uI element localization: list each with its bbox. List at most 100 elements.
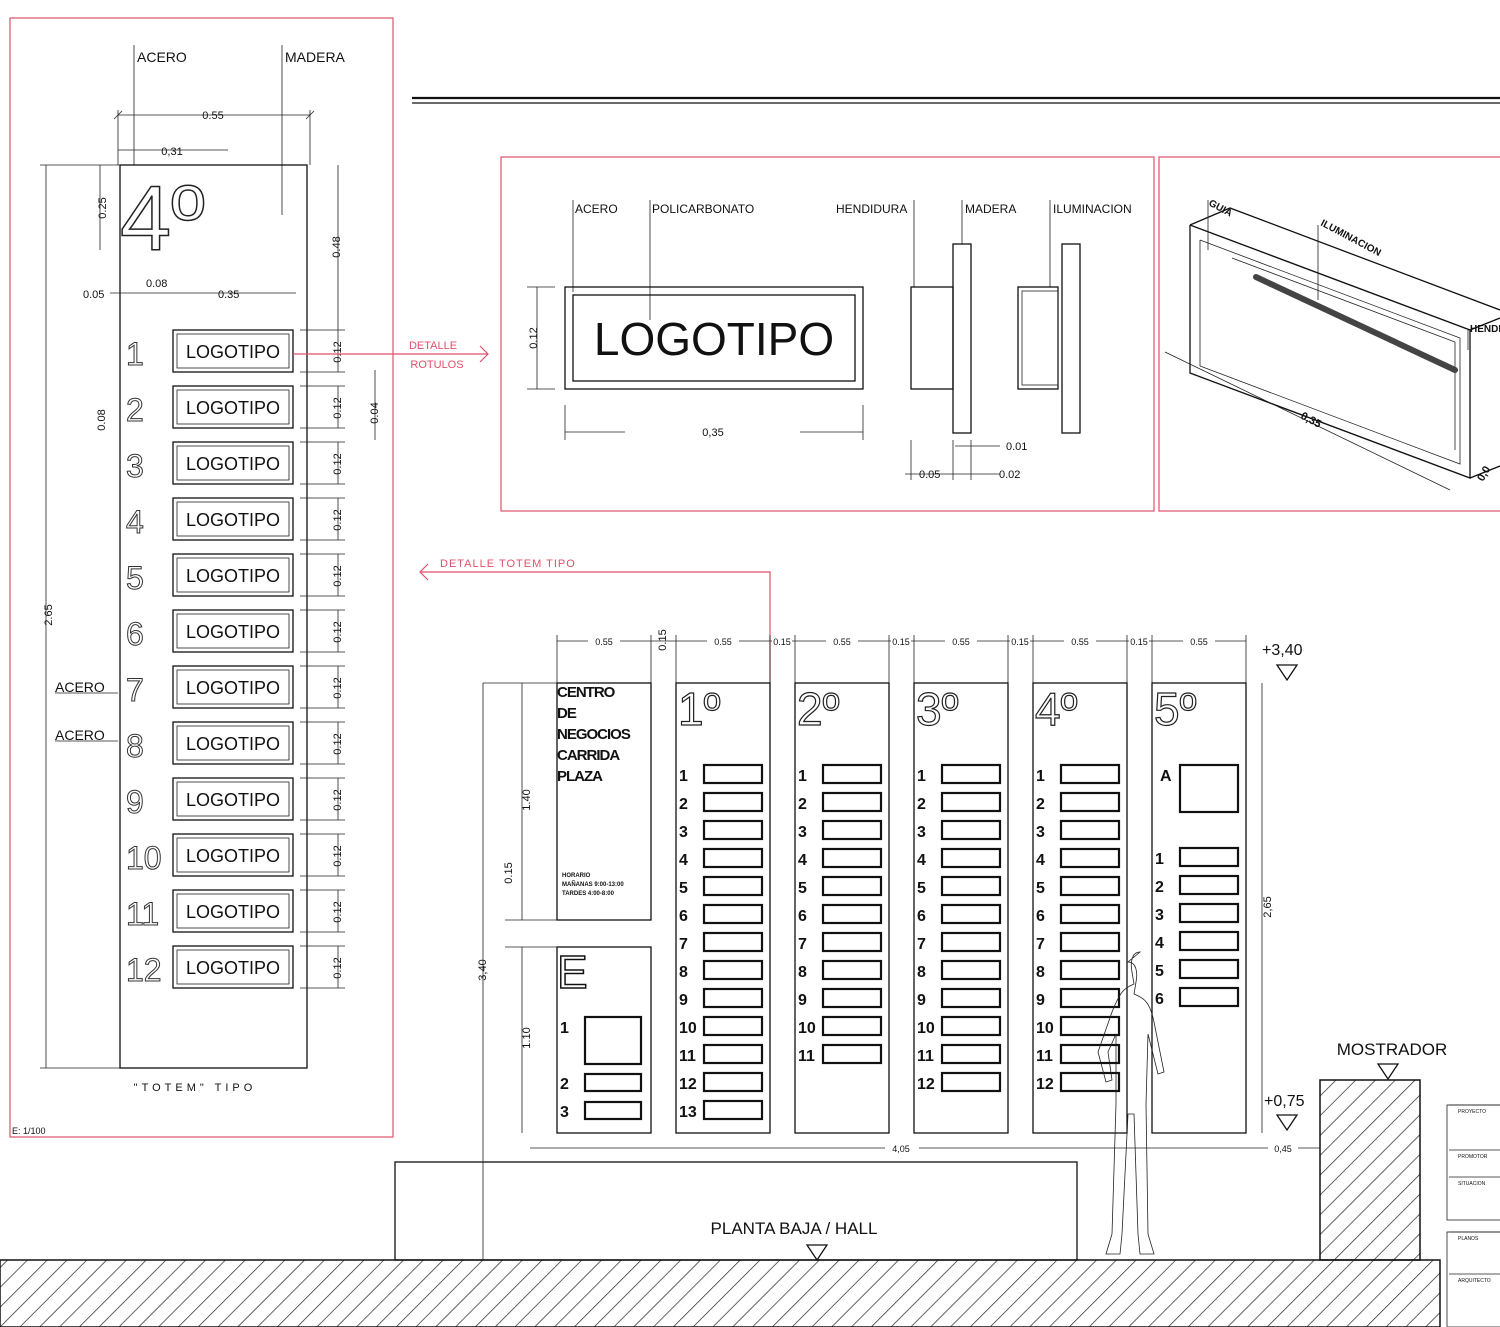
floor-totem-3 — [913, 682, 1009, 1134]
floor-row-number: 2 — [1155, 879, 1164, 896]
dim-gap-1: 0.01 — [1006, 441, 1027, 453]
dim-logo-width: 0,31 — [161, 146, 182, 158]
directory-title-line: CENTRO — [557, 684, 616, 701]
dim-head-height: 0.48 — [331, 236, 343, 257]
dim-side: 0,45 — [1274, 1144, 1292, 1154]
counter-label: MOSTRADOR — [1337, 1040, 1448, 1059]
company-slot — [940, 847, 1002, 869]
floor-row-number: 8 — [798, 964, 807, 981]
directory-panel — [556, 682, 652, 921]
floor-row-number: 8 — [679, 964, 688, 981]
directory-lower-panel — [556, 946, 652, 1134]
floor-row-number: 3 — [1036, 824, 1045, 841]
company-slot — [1059, 1071, 1121, 1093]
company-slot — [821, 763, 883, 785]
detail-label-madera: MADERA — [965, 202, 1016, 216]
floor-row-number: 8 — [917, 964, 926, 981]
logo-sign-label: LOGOTIPO — [186, 734, 280, 754]
logo-sign-label: LOGOTIPO — [186, 566, 280, 586]
dim-tick — [305, 110, 315, 120]
company-slot — [940, 763, 1002, 785]
logo-sign-label: LOGOTIPO — [186, 342, 280, 362]
iso-box-inner — [1199, 239, 1461, 465]
logo-sign-inner — [176, 557, 290, 593]
directory-title-line: DE — [557, 705, 577, 722]
dim-totem-width: 0.55 — [833, 637, 851, 647]
logo-sign — [172, 553, 294, 597]
company-slot — [702, 1015, 764, 1037]
floor-row-number: 7 — [917, 936, 926, 953]
iso-dim-width: 0,35 — [1299, 410, 1324, 431]
logo-sign-label: LOGOTIPO — [186, 790, 280, 810]
company-slot — [1059, 1015, 1121, 1037]
dim-gap: 0.15 — [773, 637, 791, 647]
dim-top-height: 1.40 — [521, 789, 533, 810]
floor-number: 4 — [126, 504, 144, 540]
special-box — [1178, 763, 1240, 814]
floor-number: 12 — [126, 952, 162, 988]
directory-box — [583, 1072, 643, 1093]
company-slot — [1178, 958, 1240, 980]
logo-sign-label: LOGOTIPO — [186, 846, 280, 866]
company-slot — [702, 847, 764, 869]
ground — [0, 1259, 1441, 1327]
title-block-label: PLANOS — [1458, 1236, 1479, 1242]
iso-detail-panel — [1158, 156, 1500, 512]
floor-row-number: 12 — [679, 1076, 697, 1093]
dim-line — [1164, 351, 1451, 491]
counter-marker-icon — [1376, 1063, 1400, 1081]
dim-totem-width: 0.55 — [1190, 637, 1208, 647]
logo-sign — [172, 609, 294, 653]
profile-wood — [952, 243, 972, 434]
profile-wood-2 — [1061, 243, 1081, 434]
level-counter: +0,75 — [1264, 1093, 1305, 1110]
floor-row-number: 7 — [679, 936, 688, 953]
detail-label-policarbonato: POLICARBONATO — [652, 202, 754, 216]
company-slot — [821, 791, 883, 813]
company-slot — [940, 959, 1002, 981]
logo-sign-label: LOGOTIPO — [186, 678, 280, 698]
company-slot — [1059, 931, 1121, 953]
floor-row-number: 12 — [1036, 1076, 1054, 1093]
company-slot — [821, 819, 883, 841]
logo-sign-inner — [176, 333, 290, 369]
company-slot — [1059, 959, 1121, 981]
company-slot — [702, 1099, 764, 1121]
iso-edge — [1469, 317, 1500, 331]
floor-totem-heading: 4º — [1035, 683, 1078, 735]
logo-sign — [172, 441, 294, 485]
company-slot — [702, 875, 764, 897]
floor-row-number: 3 — [679, 824, 688, 841]
iso-light-tube — [1253, 274, 1458, 373]
dim-sign-width: 0.35 — [218, 289, 239, 301]
floor-row-number: 5 — [1036, 880, 1045, 897]
company-slot — [702, 959, 764, 981]
floor-row-number: 8 — [1036, 964, 1045, 981]
floor-row-number: 5 — [679, 880, 688, 897]
floor-row-number: 4 — [917, 852, 926, 869]
floor-number: 11 — [126, 896, 159, 932]
floor-row-number: 4 — [798, 852, 807, 869]
dim-mid-gap: 0.15 — [503, 862, 515, 883]
floor-row-number: 4 — [679, 852, 688, 869]
logo-sign-inner — [176, 893, 290, 929]
directory-row-number: 2 — [560, 1076, 569, 1093]
floor-totem-heading: 1º — [678, 683, 721, 735]
dim-bg — [772, 636, 792, 646]
company-slot — [940, 903, 1002, 925]
arrow-right-icon — [479, 345, 489, 363]
company-slot — [1059, 819, 1121, 841]
logo-sign — [172, 385, 294, 429]
company-slot — [821, 903, 883, 925]
floor-number: 8 — [126, 728, 144, 764]
company-slot — [702, 1043, 764, 1065]
profile-box-lit — [1017, 286, 1059, 390]
logo-sign — [172, 721, 294, 765]
dim-totem-height: 2,65 — [1262, 896, 1274, 917]
dim-total-width: 4,05 — [892, 1144, 910, 1154]
iso-label-hendidura: HENDIDURA — [1470, 324, 1500, 335]
directory-hours-line: TARDES 4:00-8:00 — [562, 891, 615, 897]
dim-gap: 0.15 — [1011, 637, 1029, 647]
title-block-label: PROYECTO — [1458, 1109, 1486, 1115]
dim-sign-width: 0,35 — [702, 427, 723, 439]
